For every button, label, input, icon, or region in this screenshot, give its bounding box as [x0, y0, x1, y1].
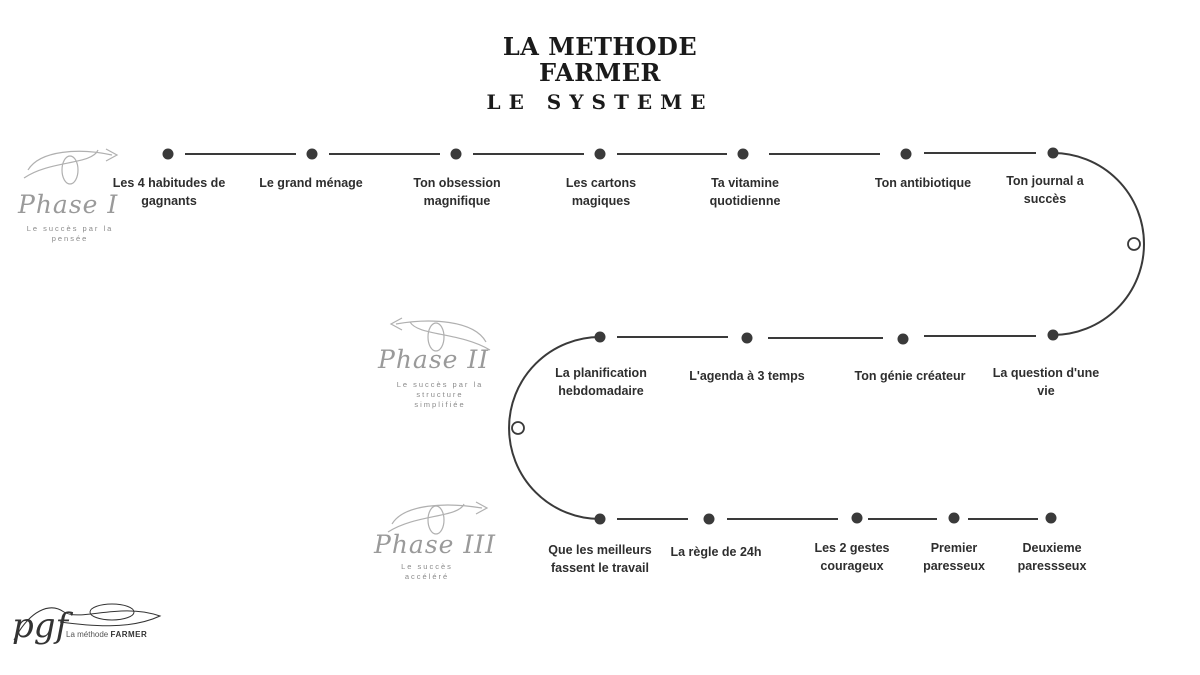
step-dot — [306, 148, 318, 160]
step-label-line: hebdomadaire — [558, 384, 644, 398]
row1-dots — [162, 147, 1059, 160]
step-label: Les 2 gestes courageux — [787, 539, 917, 575]
phase1-title: Phase I — [18, 190, 119, 219]
phase2-subtitle-line: structure — [416, 390, 464, 399]
step-label-line: magiques — [571, 194, 631, 208]
step-label: La règle de 24h — [651, 543, 781, 561]
step-label-line: Les 4 habitudes de — [112, 176, 226, 190]
step-dot — [1045, 512, 1057, 524]
step-label: Ton journal a succès — [980, 172, 1110, 208]
step-dot — [1047, 329, 1059, 341]
step-label-line: Deuxieme — [1022, 541, 1082, 555]
step-label-line: Premier — [930, 541, 978, 555]
step-dot — [450, 148, 462, 160]
step-label: Ton antibiotique — [858, 174, 988, 192]
step-dot — [594, 513, 606, 525]
step-label-line: magnifique — [423, 194, 491, 208]
step-label: Ta vitamine quotidienne — [680, 174, 810, 210]
step-dot — [737, 148, 749, 160]
step-dot — [594, 331, 606, 343]
phase3-subtitle-line: Le succès — [401, 562, 453, 571]
step-label-line: La règle de 24h — [670, 545, 762, 559]
phase2-swirl-icon — [389, 317, 491, 352]
step-label: La planification hebdomadaire — [536, 364, 666, 400]
title-subtitle: LE SYSTEME — [486, 90, 714, 114]
step-dot — [703, 513, 715, 525]
transition-circle-left — [511, 421, 525, 435]
step-label-line: Les 2 gestes — [814, 541, 890, 555]
phase2-title: Phase II — [378, 345, 490, 374]
step-label: Ton obsession magnifique — [392, 174, 522, 210]
step-label: Ton génie créateur — [845, 367, 975, 385]
phase1-swirl-icon — [23, 148, 119, 185]
row1-connectors — [185, 152, 1036, 155]
step-label-line: vie — [1037, 384, 1055, 398]
step-label-line: Que les meilleurs — [548, 543, 652, 557]
transition-circle-right — [1127, 237, 1141, 251]
step-dot — [851, 512, 863, 524]
step-label: Les 4 habitudes de gagnants — [104, 174, 234, 210]
step-label-line: La question d'une — [992, 366, 1100, 380]
connector-curve-left — [508, 336, 601, 520]
step-label: Les cartons magiques — [536, 174, 666, 210]
phase3-subtitle: Le succès accéléré — [372, 562, 482, 582]
phase1-subtitle-line: pensée — [51, 234, 89, 243]
phase1-subtitle-line: Le succès par la — [26, 224, 114, 233]
phase3-title: Phase III — [374, 530, 497, 559]
step-label-line: La planification — [555, 366, 647, 380]
phase2-subtitle-line: simplifiée — [414, 400, 466, 409]
step-label-line: Ton antibiotique — [874, 176, 972, 190]
step-dot — [741, 332, 753, 344]
step-label-line: L'agenda à 3 temps — [689, 369, 805, 383]
step-label: Deuxieme paressseux — [987, 539, 1117, 575]
step-label-line: Ton obsession — [413, 176, 501, 190]
step-dot — [897, 333, 909, 345]
step-dot — [1047, 147, 1059, 159]
step-label-line: Ton journal a — [1006, 174, 1084, 188]
row2-dots — [594, 329, 1059, 345]
step-label-line: paresseux — [923, 559, 985, 573]
logo-swirl-icon — [13, 603, 162, 641]
step-label-line: quotidienne — [709, 194, 781, 208]
logo-text-brand: FARMER — [110, 630, 148, 639]
step-label-line: gagnants — [141, 194, 197, 208]
step-label-line: Ta vitamine — [711, 176, 779, 190]
step-dot — [162, 148, 174, 160]
step-label-line: paressseux — [1017, 559, 1087, 573]
title-line-1: LA METHODE — [502, 32, 698, 61]
connector-curve-right — [1052, 152, 1145, 336]
step-dot — [948, 512, 960, 524]
logo-monogram: pgf — [12, 606, 69, 646]
phase2-subtitle-line: Le succès par la — [396, 380, 484, 389]
step-label-line: Ton génie créateur — [854, 369, 966, 383]
step-label: L'agenda à 3 temps — [682, 367, 812, 385]
phase2-subtitle: Le succès par la structure simplifiée — [370, 380, 510, 410]
row3-dots — [594, 512, 1057, 525]
title-line-2: FARMER — [538, 58, 661, 87]
step-label: Le grand ménage — [246, 174, 376, 192]
step-label: Que les meilleurs fassent le travail — [535, 541, 665, 577]
step-label-line: succès — [1023, 192, 1067, 206]
step-dot — [900, 148, 912, 160]
step-label: La question d'une vie — [981, 364, 1111, 400]
phase3-subtitle-line: accéléré — [404, 572, 450, 581]
step-label-line: courageux — [820, 559, 884, 573]
phase1-subtitle: Le succès par la pensée — [0, 224, 140, 244]
step-dot — [594, 148, 606, 160]
phase3-swirl-icon — [387, 501, 489, 535]
step-label-line: Les cartons — [565, 176, 637, 190]
row2-connectors — [617, 335, 1036, 339]
step-label: Premier paresseux — [889, 539, 1019, 575]
logo-text-prefix: La méthode — [66, 630, 109, 639]
logo-text: La méthode FARMER — [66, 630, 147, 639]
step-label-line: Le grand ménage — [259, 176, 363, 190]
step-label-line: fassent le travail — [551, 561, 649, 575]
